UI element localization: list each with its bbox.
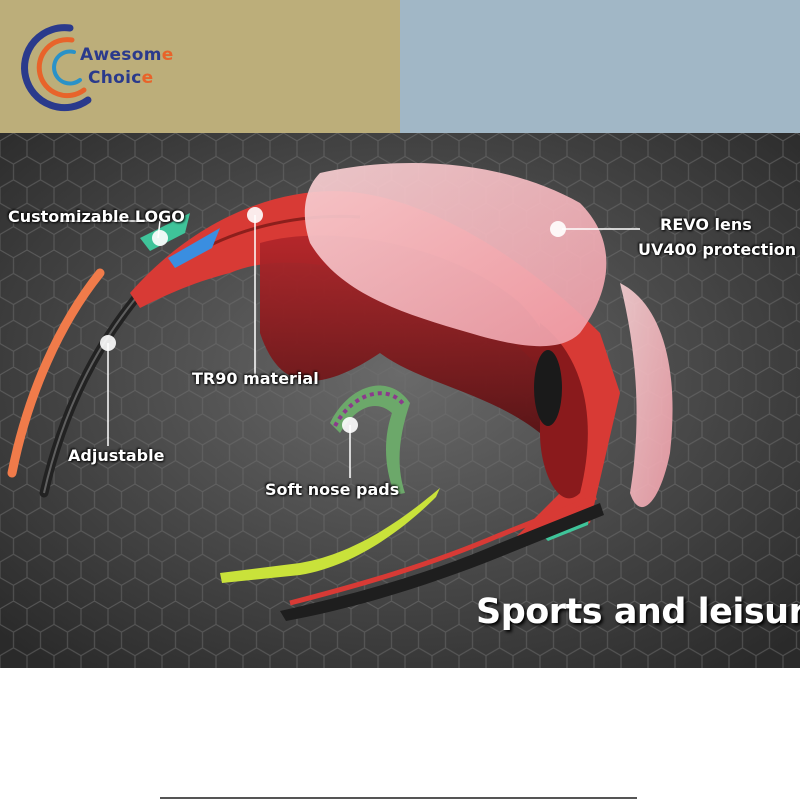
label-tr90: TR90 material bbox=[192, 369, 319, 388]
logo-wordmark: Awesome Choice bbox=[80, 44, 174, 90]
label-adjustable: Adjustable bbox=[68, 446, 165, 465]
label-nose-pads: Soft nose pads bbox=[265, 480, 400, 499]
logo-rings-icon bbox=[21, 24, 92, 112]
banner-right bbox=[400, 0, 800, 133]
caption-sports-leisure: Sports and leisure bbox=[476, 592, 800, 632]
divider-line bbox=[160, 797, 637, 799]
logo-line1-accent: e bbox=[161, 45, 174, 65]
label-revo-lens: REVO lens bbox=[660, 215, 752, 234]
logo-line1: Awesom bbox=[80, 45, 162, 65]
brand-logo: Awesome Choice bbox=[18, 16, 178, 116]
sunglasses-illustration bbox=[0, 133, 800, 668]
label-customizable-logo: Customizable LOGO bbox=[8, 207, 185, 226]
product-exploded-view bbox=[0, 133, 800, 668]
logo-line2: Choic bbox=[88, 68, 142, 88]
label-uv400: UV400 protection bbox=[638, 240, 797, 259]
logo-line2-accent: e bbox=[141, 68, 154, 88]
